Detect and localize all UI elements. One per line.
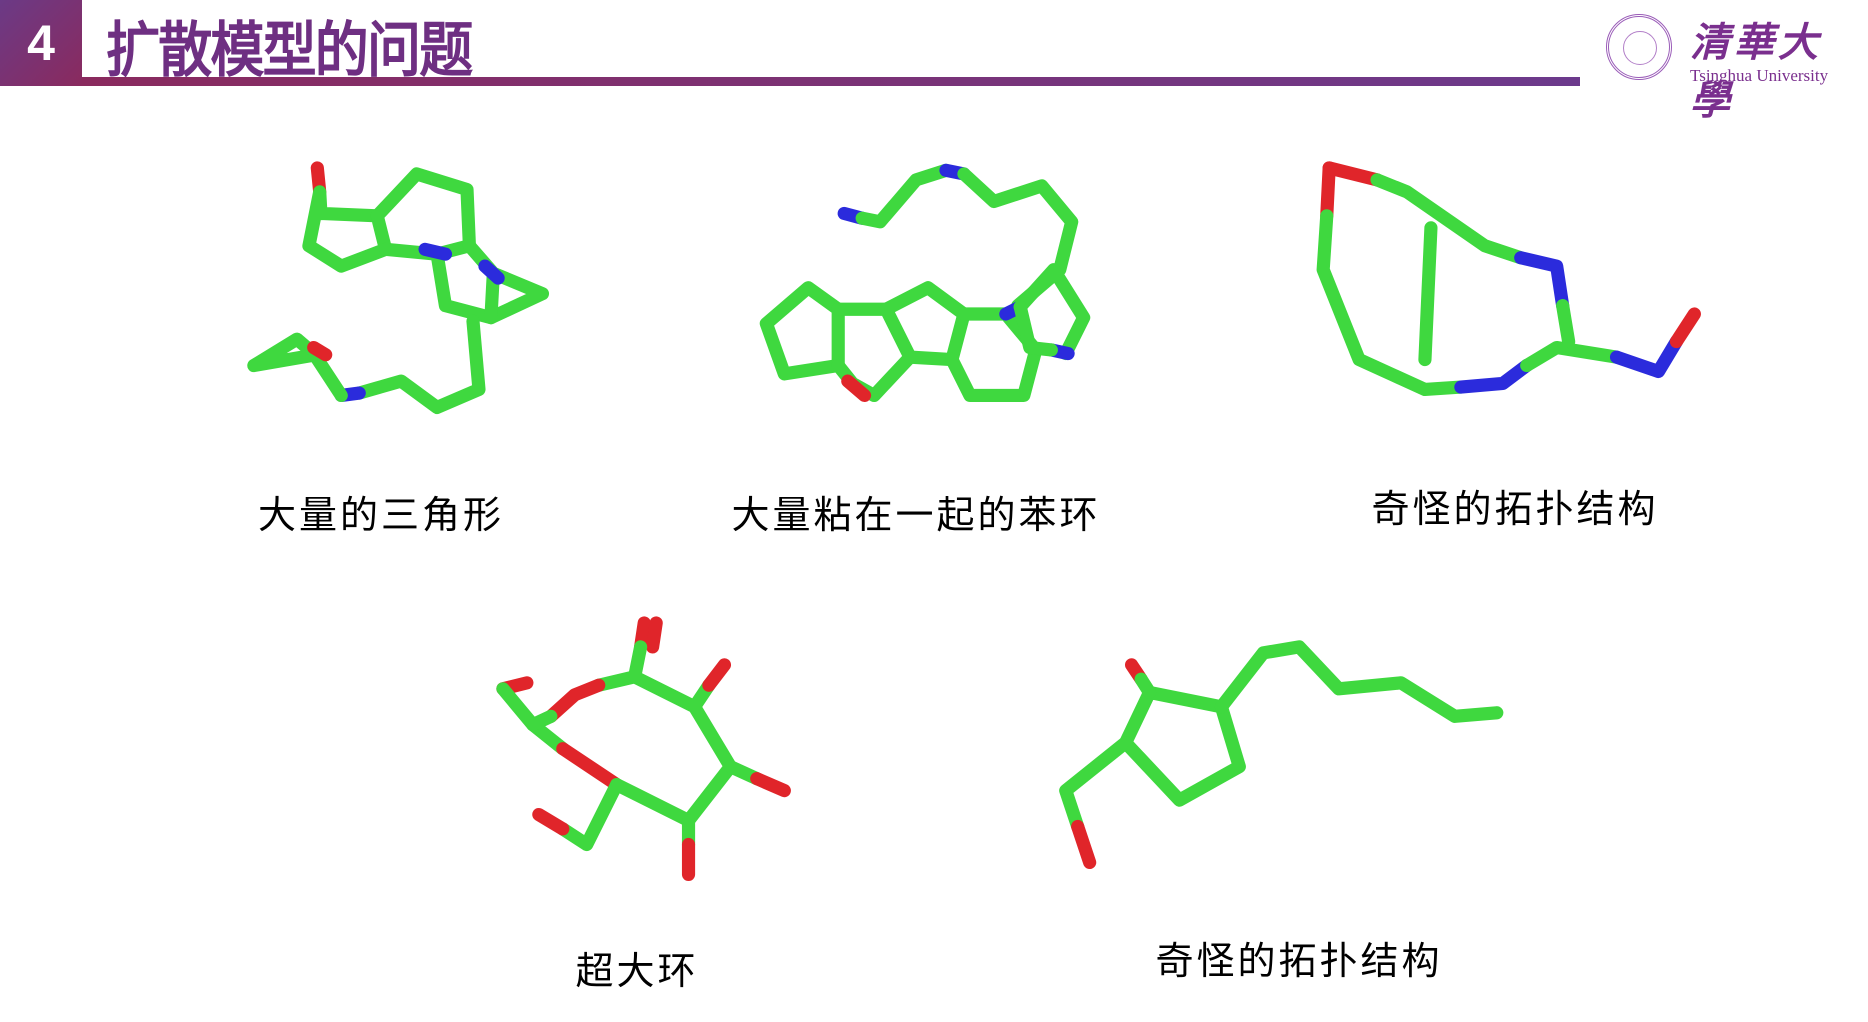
molecule-triangles: [247, 161, 550, 415]
logo-name-cn: 清華大學: [1690, 19, 1822, 124]
caption-triangles: 大量的三角形: [257, 493, 505, 537]
molecule-fused-rings: [759, 163, 1091, 403]
caption-macrocycle: 超大环: [575, 949, 699, 993]
molecule-odd-topology-1: [1316, 161, 1701, 397]
university-seal-icon: [1606, 14, 1672, 80]
caption-odd-topology-2: 奇怪的拓扑结构: [1155, 939, 1443, 983]
slide-title: 扩散模型的问题: [106, 16, 473, 86]
logo-name-en: Tsinghua University: [1690, 66, 1829, 85]
title-underline: [82, 77, 1580, 86]
molecule-macrocycle: [496, 616, 791, 882]
caption-fused-benzene: 大量粘在一起的苯环: [731, 493, 1101, 537]
caption-odd-topology-1: 奇怪的拓扑结构: [1371, 487, 1659, 531]
section-number: 4: [0, 0, 82, 86]
molecule-odd-topology-2: [1059, 640, 1504, 870]
tsinghua-logo: 清華大學 Tsinghua University: [1606, 10, 1856, 124]
